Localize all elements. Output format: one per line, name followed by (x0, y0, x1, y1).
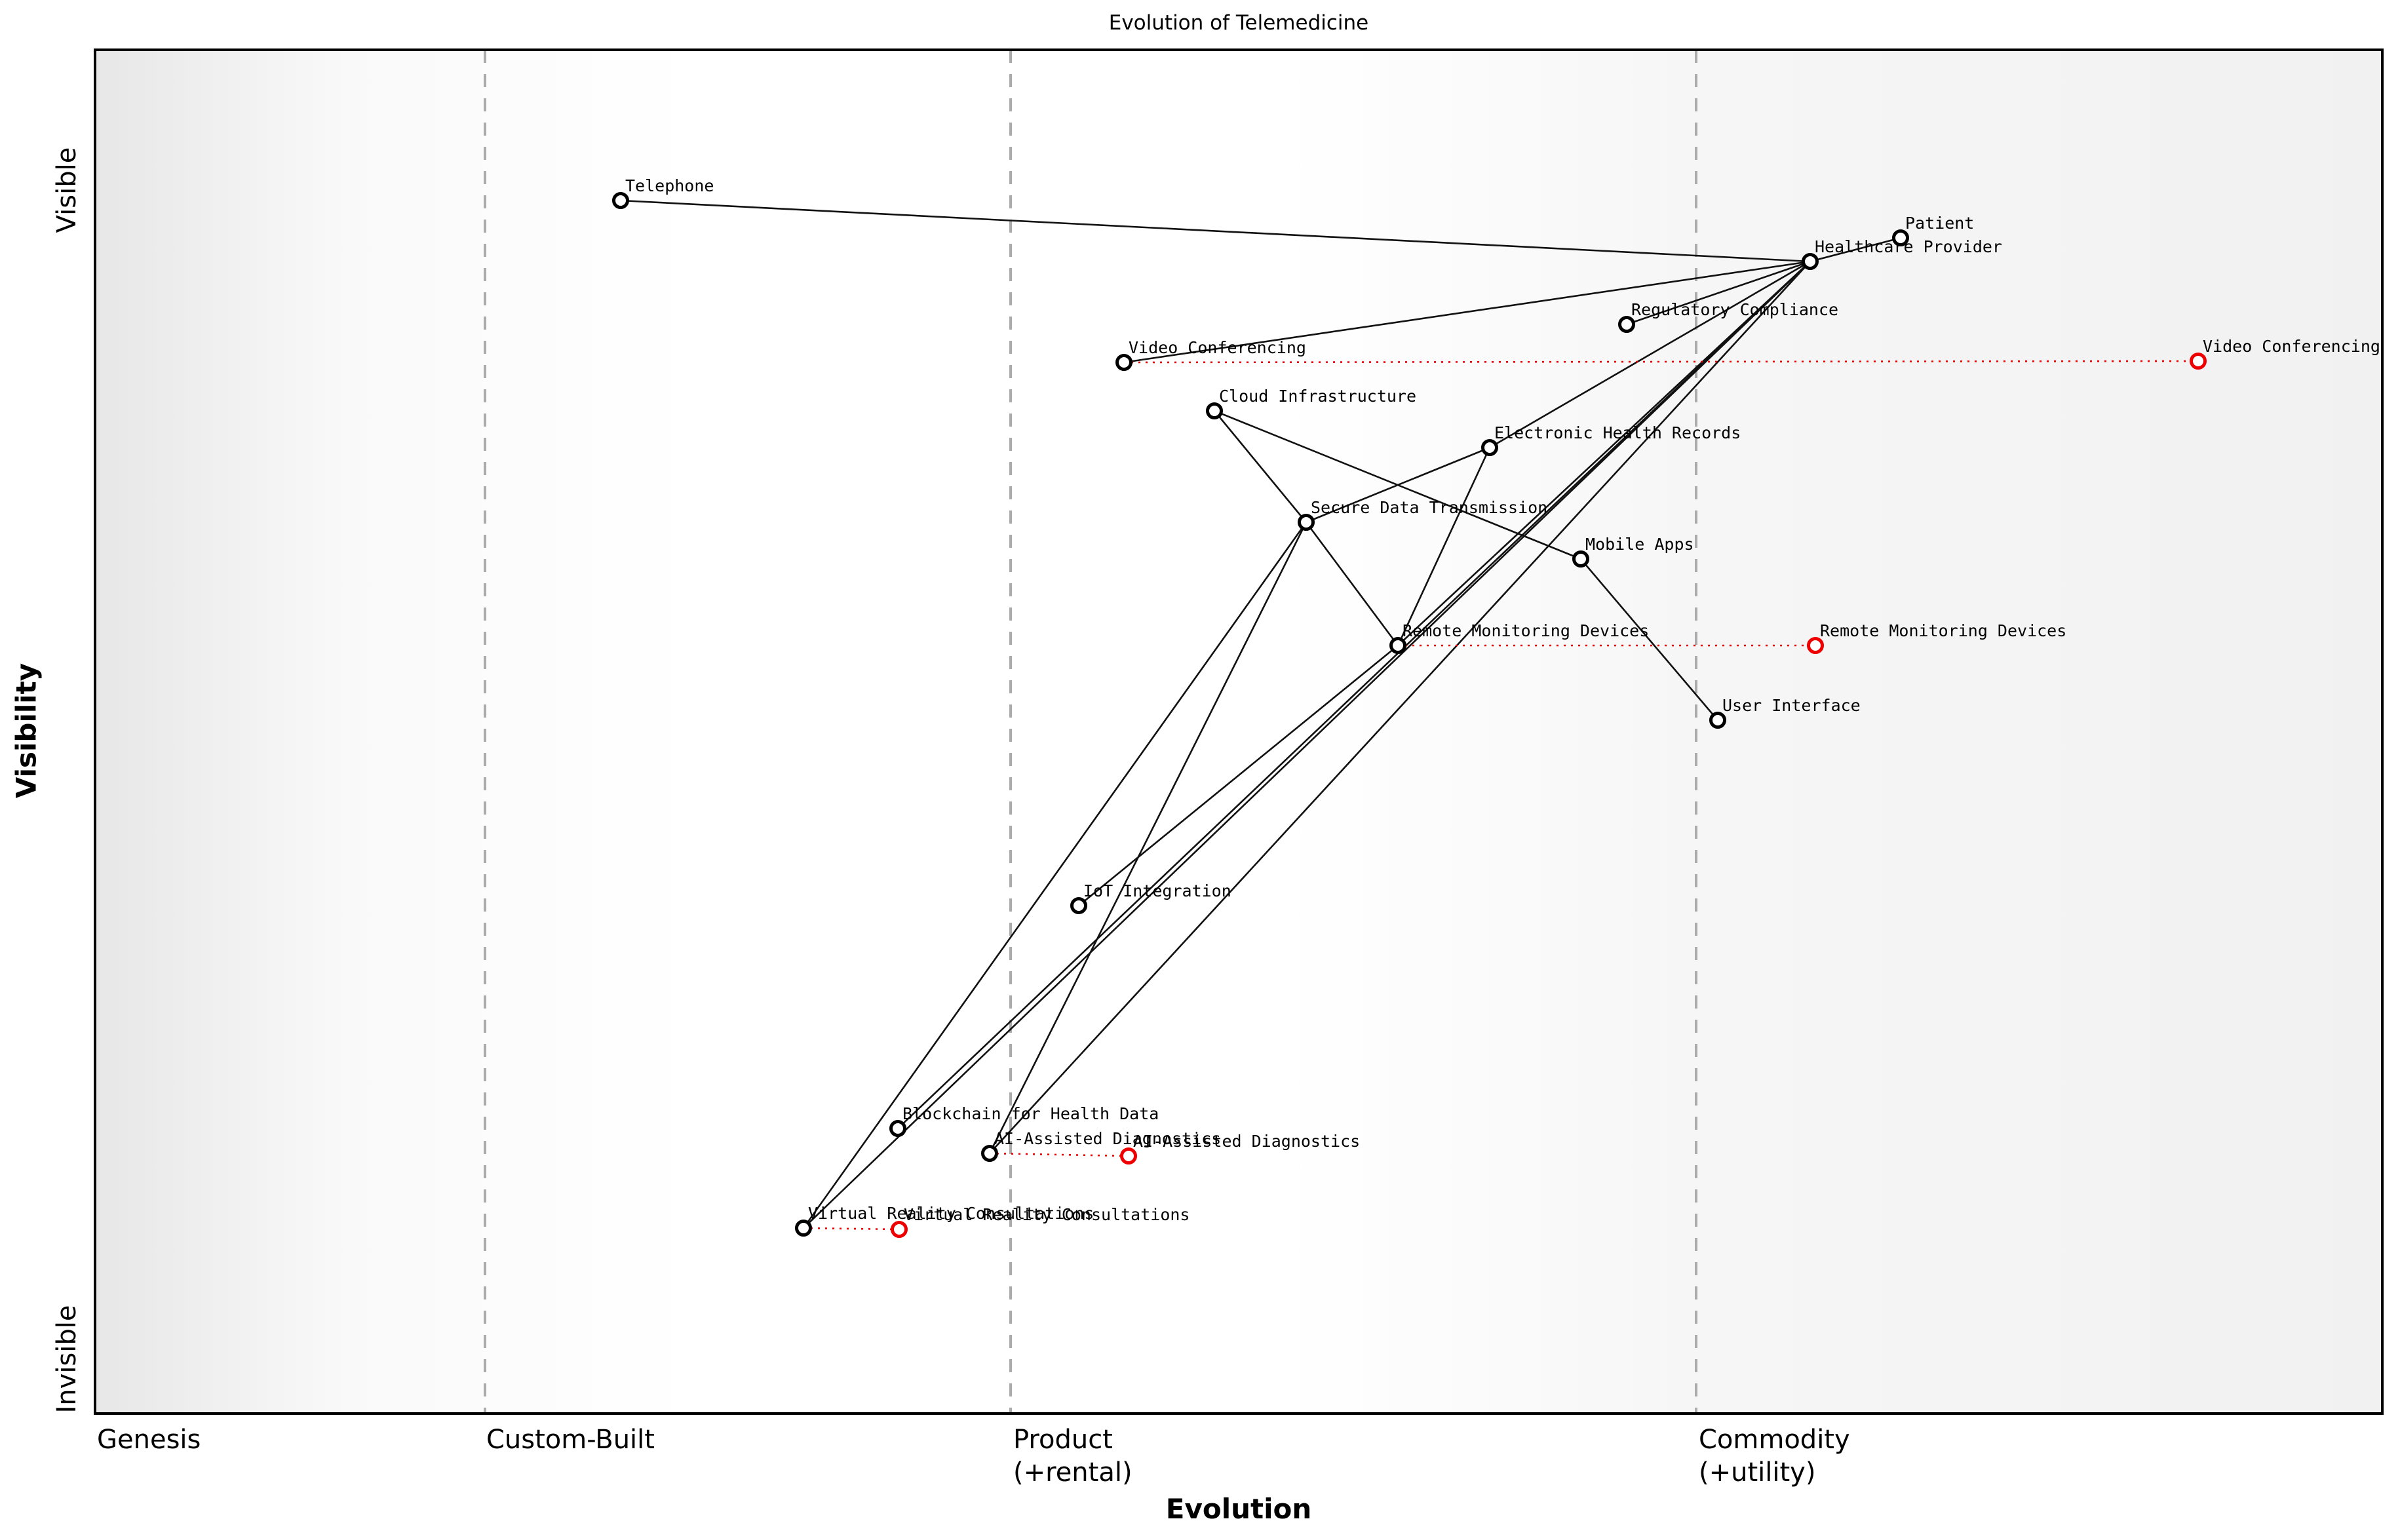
node-virtual_reality_consultations_evolved (891, 1221, 908, 1238)
edge-secure_data_transmission--virtual_reality_consultations (802, 522, 1307, 1229)
node-ai_assisted_diagnostics_evolved (1120, 1147, 1137, 1165)
evolution-link-virtual_reality_consultations (803, 1227, 900, 1231)
node-blockchain_for_health_data (889, 1120, 906, 1137)
node-label-video_conferencing_evolved: Video Conferencing (2203, 337, 2380, 356)
evolution-link-video_conferencing (1123, 360, 2199, 364)
node-video_conferencing_evolved (2190, 353, 2207, 370)
node-label-telephone: Telephone (625, 176, 714, 195)
edge-healthcare_provider--electronic_health_records (1489, 260, 1811, 449)
x-tick-genesis: Genesis (97, 1425, 201, 1455)
edge-patient--healthcare_provider (1810, 237, 1901, 263)
edge-mobile_apps--user_interface (1580, 558, 1718, 721)
node-remote_monitoring_devices_evolved (1807, 637, 1824, 654)
node-label-iot_integration: IoT Integration (1083, 881, 1231, 900)
y-tick-visible: Visible (52, 147, 82, 233)
node-ai_assisted_diagnostics (981, 1145, 998, 1162)
y-tick-invisible: Invisible (52, 1305, 82, 1414)
node-label-cloud_infrastructure: Cloud Infrastructure (1219, 387, 1417, 406)
edge-healthcare_provider--ai_assisted_diagnostics (989, 261, 1811, 1154)
node-user_interface (1709, 712, 1726, 729)
node-mobile_apps (1572, 550, 1589, 568)
x-tick-product: Product (+rental) (1013, 1425, 1132, 1488)
edge-cloud_infrastructure--secure_data_transmission (1213, 410, 1307, 523)
edge-healthcare_provider--remote_monitoring_devices (1397, 261, 1811, 646)
x-tick-custom-built: Custom-Built (486, 1425, 655, 1455)
y-axis-title: Visibility (10, 663, 43, 799)
node-label-video_conferencing: Video Conferencing (1129, 338, 1306, 357)
node-label-remote_monitoring_devices: Remote Monitoring Devices (1403, 621, 1650, 640)
edge-electronic_health_records--secure_data_transmission (1306, 446, 1490, 524)
node-label-mobile_apps: Mobile Apps (1585, 535, 1694, 554)
node-label-virtual_reality_consultations_evolved: Virtual Reality Consultations (904, 1205, 1190, 1224)
node-virtual_reality_consultations (795, 1220, 812, 1237)
node-healthcare_provider (1802, 253, 1819, 270)
edge-healthcare_provider--virtual_reality_consultations (803, 261, 1811, 1229)
edge-healthcare_provider--regulatory_compliance (1626, 260, 1811, 326)
node-iot_integration (1070, 897, 1087, 914)
node-remote_monitoring_devices (1389, 637, 1406, 654)
node-label-remote_monitoring_devices_evolved: Remote Monitoring Devices (1820, 621, 2067, 640)
node-label-user_interface: User Interface (1722, 696, 1861, 715)
edge-telephone--healthcare_provider (620, 199, 1811, 263)
plot-frame (94, 48, 2384, 1415)
node-video_conferencing (1115, 354, 1132, 371)
edge-secure_data_transmission--remote_monitoring_devices (1305, 522, 1399, 646)
node-label-ai_assisted_diagnostics_evolved: AI-Assisted Diagnostics (1133, 1132, 1361, 1151)
node-secure_data_transmission (1298, 514, 1315, 531)
node-label-patient: Patient (1905, 214, 1975, 233)
node-label-electronic_health_records: Electronic Health Records (1494, 423, 1741, 442)
node-patient (1892, 229, 1909, 246)
node-label-regulatory_compliance: Regulatory Compliance (1631, 300, 1839, 319)
chart-title: Evolution of Telemedicine (1108, 11, 1369, 35)
node-electronic_health_records (1481, 439, 1498, 456)
node-telephone (612, 192, 629, 209)
node-label-blockchain_for_health_data: Blockchain for Health Data (902, 1104, 1159, 1123)
edge-secure_data_transmission--ai_assisted_diagnostics (988, 522, 1307, 1154)
evolution-link-ai_assisted_diagnostics (989, 1152, 1129, 1157)
edge-healthcare_provider--blockchain_for_health_data (897, 261, 1811, 1129)
node-label-secure_data_transmission: Secure Data Transmission (1311, 498, 1548, 517)
edge-electronic_health_records--remote_monitoring_devices (1397, 447, 1491, 646)
plot-area-background (95, 50, 2382, 1414)
x-axis-title: Evolution (1165, 1493, 1312, 1525)
x-tick-commodity: Commodity (+utility) (1699, 1425, 1850, 1488)
node-regulatory_compliance (1618, 316, 1635, 333)
node-label-virtual_reality_consultations: Virtual Reality Consultations (808, 1204, 1094, 1223)
edge-healthcare_provider--video_conferencing (1123, 260, 1811, 364)
node-cloud_infrastructure (1206, 402, 1223, 419)
node-label-ai_assisted_diagnostics: AI-Assisted Diagnostics (994, 1129, 1222, 1148)
node-label-healthcare_provider: Healthcare Provider (1815, 237, 2002, 256)
edge-remote_monitoring_devices--iot_integration (1078, 644, 1399, 907)
